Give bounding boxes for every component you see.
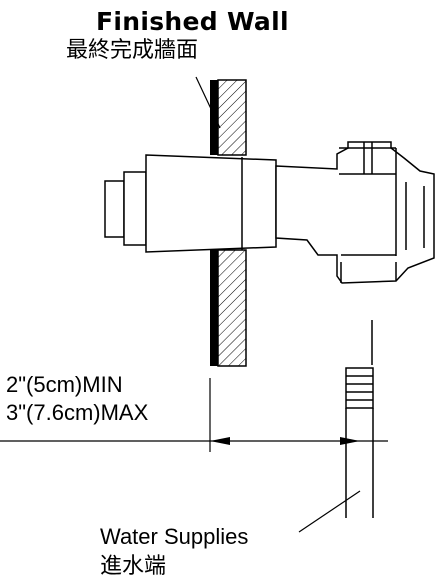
water-supplies-label: Water Supplies (100, 524, 249, 549)
finished-wall-label-zh: 最終完成牆面 (66, 38, 199, 63)
flush-valve-body (104, 141, 435, 284)
water-supply-pipe (345, 320, 374, 518)
max-distance-label: 3"(7.6cm)MAX (6, 400, 149, 425)
leader-lines (195, 76, 361, 533)
dimension-lines (0, 378, 388, 452)
water-supplies-label-zh: 進水端 (100, 554, 167, 579)
finished-wall-label: Finished Wall (96, 7, 289, 36)
finished-wall (210, 79, 247, 367)
min-distance-label: 2"(5cm)MIN (6, 372, 123, 397)
